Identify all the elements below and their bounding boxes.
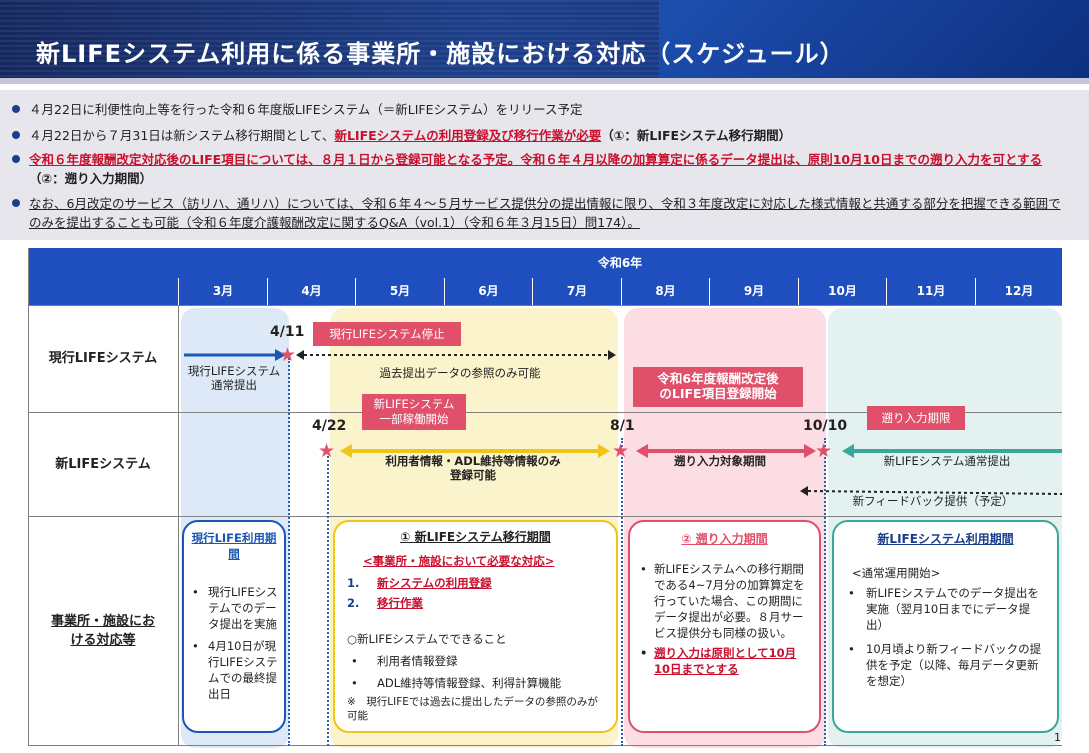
row-label-new: 新LIFEシステム (55, 456, 151, 472)
month-header: 7月 (532, 278, 621, 305)
current-normal-label: 現行LIFEシステム 通常提出 (187, 364, 281, 392)
new-normal-label: 新LIFEシステム通常提出 (883, 454, 1011, 468)
star-icon: ★ (279, 344, 297, 366)
bullet-dot-icon (12, 131, 20, 139)
list-item: •4月10日が現行LIFEシステムでの最終提出日 (192, 639, 278, 701)
bullet-dot-icon (12, 155, 20, 163)
page-number: 1 (1054, 731, 1061, 744)
row-label-facility: 事業所・施設における対応等 (50, 613, 155, 648)
list-item: •新LIFEシステムでのデータ提出を実施（翌月10日までにデータ提出） (848, 586, 1039, 632)
star-icon: ★ (318, 440, 336, 462)
current-stop-callout: 現行LIFEシステム停止 (313, 322, 461, 346)
list-item: •遡り入力は原則として10月10日までとする (640, 646, 797, 676)
bullet-1: ４月22日に利便性向上等を行った令和６年度版LIFEシステム（＝新LIFEシステ… (12, 100, 1072, 119)
month-header: 11月 (886, 278, 975, 305)
year-header: 令和6年 (178, 248, 1062, 278)
current-period-box: 現行LIFE利用期間 •現行LIFEシステムでのデータ提出を実施 •4月10日が… (182, 520, 286, 733)
title-banner (0, 0, 1089, 84)
new-items-start-callout: 令和6年度報酬改定後 のLIFE項目登録開始 (633, 367, 803, 407)
new-period-box: 新LIFEシステム利用期間 <通常運用開始> •新LIFEシステムでのデータ提出… (832, 520, 1059, 733)
list-item: •新LIFEシステムへの移行期間である4~7月分の加算算定を行っていた場合、この… (640, 562, 805, 640)
new-partial-callout: 新LIFEシステム 一部稼働開始 (362, 394, 466, 430)
bullet-dot-icon (12, 105, 20, 113)
date-4-11: 4/11 (270, 324, 305, 340)
bullet-2: ４月22日から７月31日は新システム移行期間として、新LIFEシステムの利用登録… (12, 126, 1072, 145)
star-icon: ★ (612, 440, 630, 462)
retro-period-box: ② 遡り入力期間 •新LIFEシステムへの移行期間である4~7月分の加算算定を行… (628, 520, 821, 733)
list-item: •利用者情報登録 (351, 654, 458, 668)
month-header: 3月 (178, 278, 267, 305)
date-10-10: 10/10 (803, 418, 848, 434)
list-item: •ADL維持等情報登録、利得計算機能 (351, 676, 562, 690)
list-item: •現行LIFEシステムでのデータ提出を実施 (192, 585, 278, 631)
month-header: 12月 (975, 278, 1062, 305)
bullet-3: 令和６年度報酬改定対応後のLIFE項目については、８月１日から登録可能となる予定… (12, 150, 1072, 188)
bullet-4: なお、6月改定のサービス（訪リハ、通リハ）については、令和６年４～５月サービス提… (12, 194, 1072, 232)
bullet-dot-icon (12, 199, 20, 207)
month-header: 8月 (621, 278, 709, 305)
table-corner (28, 248, 178, 305)
summary-bullets: ４月22日に利便性向上等を行った令和６年度版LIFEシステム（＝新LIFEシステ… (0, 90, 1089, 240)
month-header: 9月 (709, 278, 798, 305)
page-title: 新LIFEシステム利用に係る事業所・施設における対応（スケジュール） (36, 40, 845, 68)
feedback-label: 新フィードバック提供（予定） (852, 494, 1014, 508)
month-header: 5月 (355, 278, 444, 305)
month-header: 4月 (267, 278, 355, 305)
retro-target-label: 遡り入力対象期間 (674, 454, 766, 468)
date-4-22: 4/22 (312, 418, 347, 434)
current-arrows (184, 349, 616, 361)
migration-period-box: ① 新LIFEシステム移行期間 <事業所・施設において必要な対応> 1.新システ… (333, 520, 618, 733)
new-arrows (340, 444, 1063, 496)
star-icon: ★ (815, 440, 833, 462)
row-label-current: 現行LIFEシステム (48, 351, 158, 366)
past-ref-label: 過去提出データの参照のみ可能 (379, 366, 541, 380)
list-item: •10月頃より新フィードバックの提供を予定（以降、毎月データ更新を想定） (848, 642, 1042, 688)
user-reg-label: 利用者情報・ADL維持等情報のみ 登録可能 (385, 454, 561, 482)
month-header: 6月 (444, 278, 532, 305)
retro-deadline-callout: 遡り入力期限 (867, 406, 965, 430)
date-8-1: 8/1 (610, 418, 635, 434)
month-header: 10月 (798, 278, 886, 305)
